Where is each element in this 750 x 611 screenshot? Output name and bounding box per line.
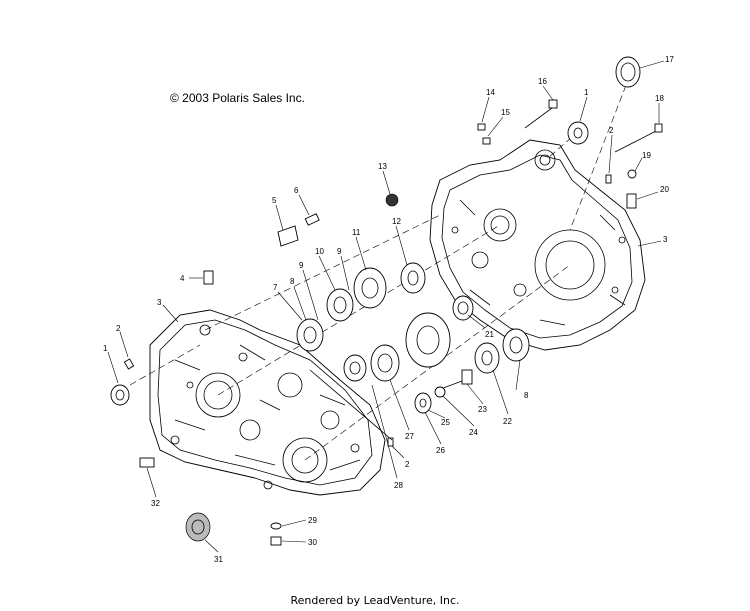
callout-17: 17 <box>665 55 674 64</box>
callout-21: 21 <box>485 330 494 339</box>
callout-24: 24 <box>469 428 478 437</box>
callout-31: 31 <box>214 555 223 564</box>
small-parts <box>110 99 663 546</box>
callout-19: 19 <box>642 151 651 160</box>
callout-2: 2 <box>116 324 121 333</box>
callout-7: 7 <box>273 283 278 292</box>
callout-5: 5 <box>272 196 277 205</box>
callout-26: 26 <box>436 446 445 455</box>
right-crankcase-half <box>429 139 646 351</box>
leader-lines <box>107 60 665 553</box>
callout-13: 13 <box>378 162 387 171</box>
callout-32: 32 <box>151 499 160 508</box>
callout-23: 23 <box>478 405 487 414</box>
footer-text: Rendered by LeadVenture, Inc. <box>290 594 460 607</box>
callout-9b: 9 <box>337 247 342 256</box>
callout-30: 30 <box>308 538 317 547</box>
callout-15: 15 <box>501 108 510 117</box>
callout-4: 4 <box>180 274 185 283</box>
callout-10: 10 <box>315 247 324 256</box>
callout-1: 1 <box>103 344 108 353</box>
callout-3: 3 <box>157 298 162 307</box>
callout-3b: 3 <box>663 235 668 244</box>
callout-2b: 2 <box>609 126 614 135</box>
callout-28: 28 <box>394 481 403 490</box>
callout-11: 11 <box>352 228 361 237</box>
callout-20: 20 <box>660 185 669 194</box>
callout-27: 27 <box>405 432 414 441</box>
callout-25: 25 <box>441 418 450 427</box>
left-crankcase-half <box>149 309 386 496</box>
callout-9: 9 <box>299 261 304 270</box>
callout-16: 16 <box>538 77 547 86</box>
callout-labels: 1 2 3 4 5 6 7 8 9 10 9 11 12 13 14 15 16… <box>103 55 674 564</box>
callout-8: 8 <box>290 277 295 286</box>
callout-6: 6 <box>294 186 299 195</box>
callout-29: 29 <box>308 516 317 525</box>
assembly-lines <box>129 74 631 461</box>
callout-1b: 1 <box>584 88 589 97</box>
callout-14: 14 <box>486 88 495 97</box>
callout-18: 18 <box>655 94 664 103</box>
callout-12: 12 <box>392 217 401 226</box>
callout-8b: 8 <box>524 391 529 400</box>
callout-22: 22 <box>503 417 512 426</box>
callout-2c: 2 <box>405 460 410 469</box>
copyright-text: © 2003 Polaris Sales Inc. <box>170 91 305 105</box>
bearings-and-seals <box>296 56 641 414</box>
